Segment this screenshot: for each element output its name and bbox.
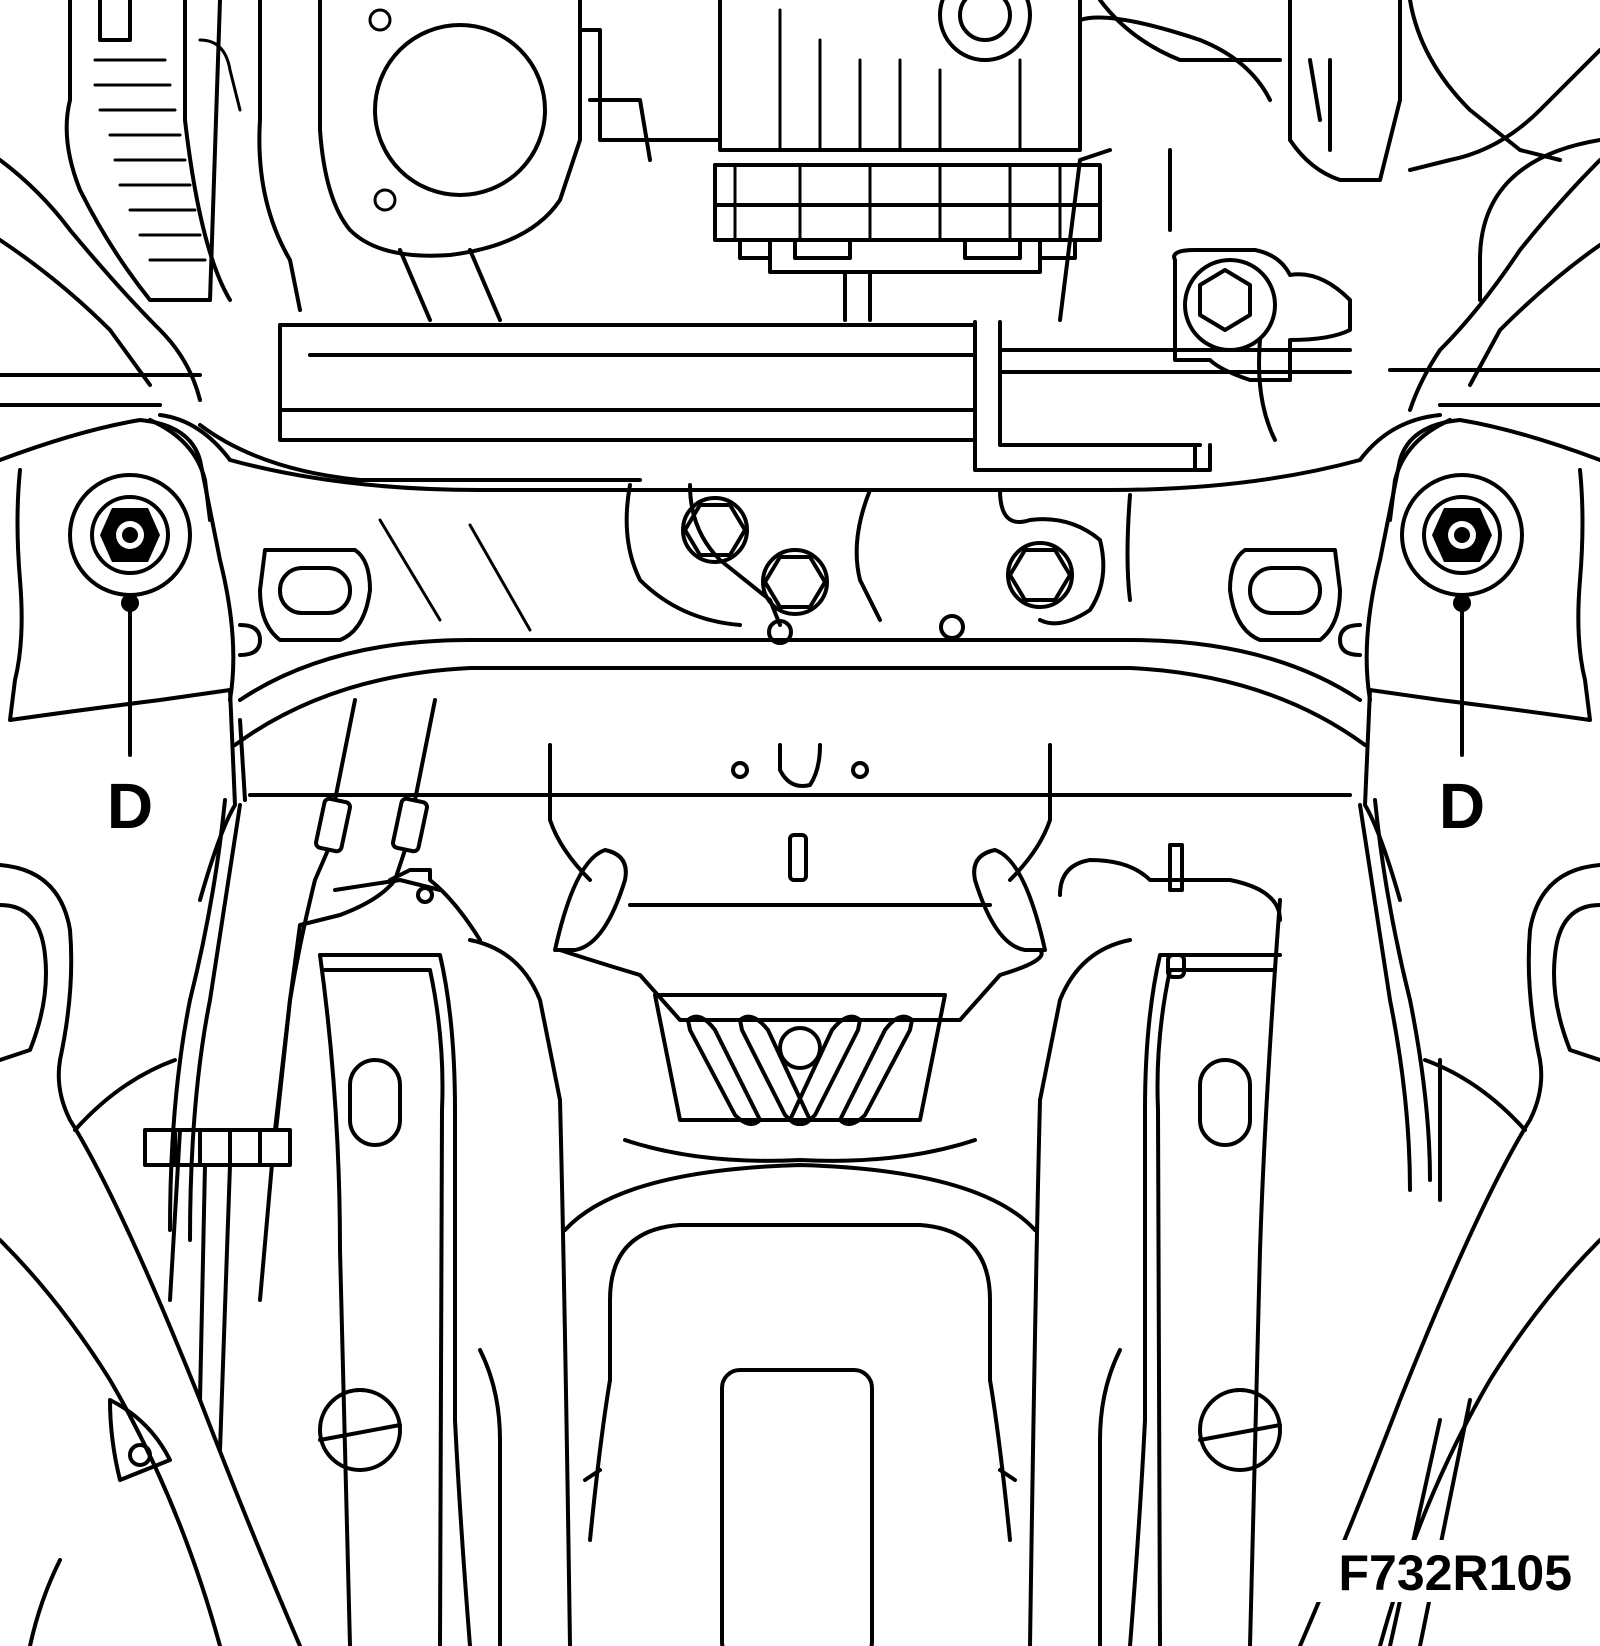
callout-leaders	[121, 594, 1471, 757]
left-control-arm	[0, 688, 302, 1646]
subframe-crossmember	[0, 413, 1600, 747]
figure-code-backdrop	[1305, 1540, 1585, 1602]
mount-bolt-left	[68, 473, 192, 597]
right-upper-structure	[1288, 0, 1600, 302]
left-rail	[318, 868, 572, 1646]
figure-code: F732R105	[1339, 1545, 1573, 1601]
right-control-arm	[1298, 688, 1600, 1646]
callout-d-right: D	[1439, 770, 1485, 842]
gearbox	[578, 0, 1282, 162]
engine-housing	[257, 0, 582, 322]
callout-d-left: D	[107, 770, 153, 842]
steering-rack	[278, 320, 1352, 472]
gearbox-mount	[713, 163, 1102, 322]
mount-bolt-right	[1400, 473, 1524, 597]
underbody-center	[248, 743, 1352, 1646]
alternator	[64, 0, 242, 302]
brake-lines	[143, 698, 442, 1452]
body-outer-lines	[0, 158, 1600, 412]
steering-rack-mount	[1058, 148, 1352, 382]
right-rail	[1028, 843, 1282, 1646]
